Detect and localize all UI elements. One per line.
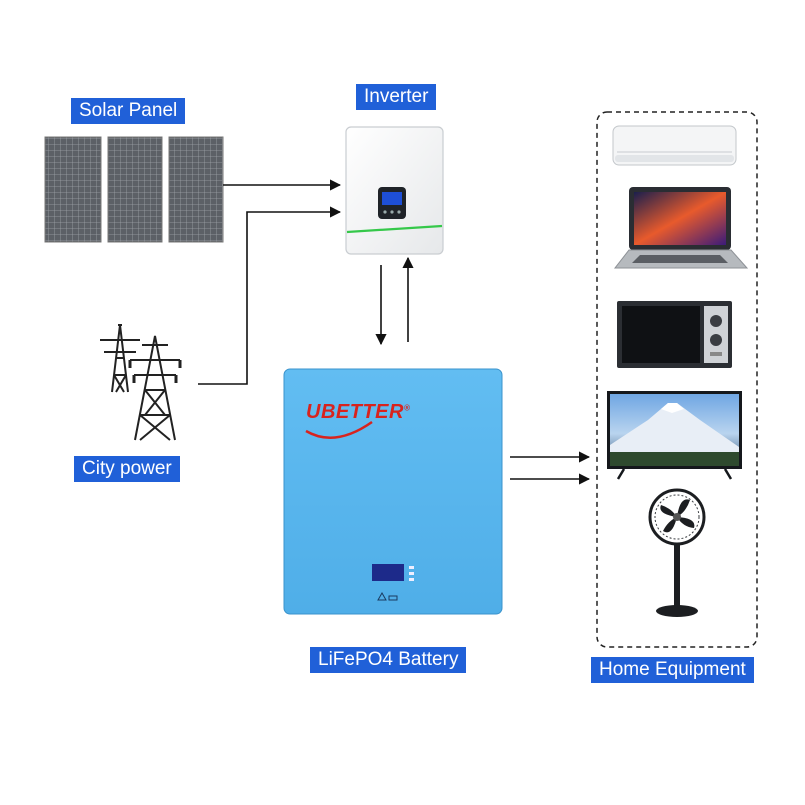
laptop-icon <box>613 187 749 269</box>
city-power-label: City power <box>74 456 180 482</box>
air-conditioner-icon <box>612 125 737 166</box>
home-equipment-label: Home Equipment <box>591 657 754 683</box>
solar-panel-3 <box>168 136 224 243</box>
inverter-green-stripe <box>346 224 443 234</box>
battery-brand-text: UBETTER <box>306 401 404 423</box>
television-icon <box>607 391 742 480</box>
inverter-label: Inverter <box>356 84 437 110</box>
battery-brand-logo: UBETTER® <box>306 401 410 424</box>
battery-screen <box>372 564 404 581</box>
home-equipment-frame <box>596 111 758 648</box>
transmission-tower-icon <box>100 324 182 441</box>
arrow-city-to-inverter <box>198 206 342 385</box>
inverter-unit <box>345 126 444 255</box>
registered-mark: ® <box>403 403 411 413</box>
connection-arrows <box>198 179 591 485</box>
solar-panel-2 <box>107 136 163 243</box>
solar-panel-array <box>44 136 224 243</box>
standing-fan-icon <box>648 488 706 617</box>
solar-panel-label: Solar Panel <box>71 98 186 124</box>
solar-panel-1 <box>44 136 102 243</box>
microwave-icon <box>617 301 732 368</box>
lifepo4-battery-unit <box>283 368 503 615</box>
battery-label: LiFePO4 Battery <box>310 647 467 673</box>
